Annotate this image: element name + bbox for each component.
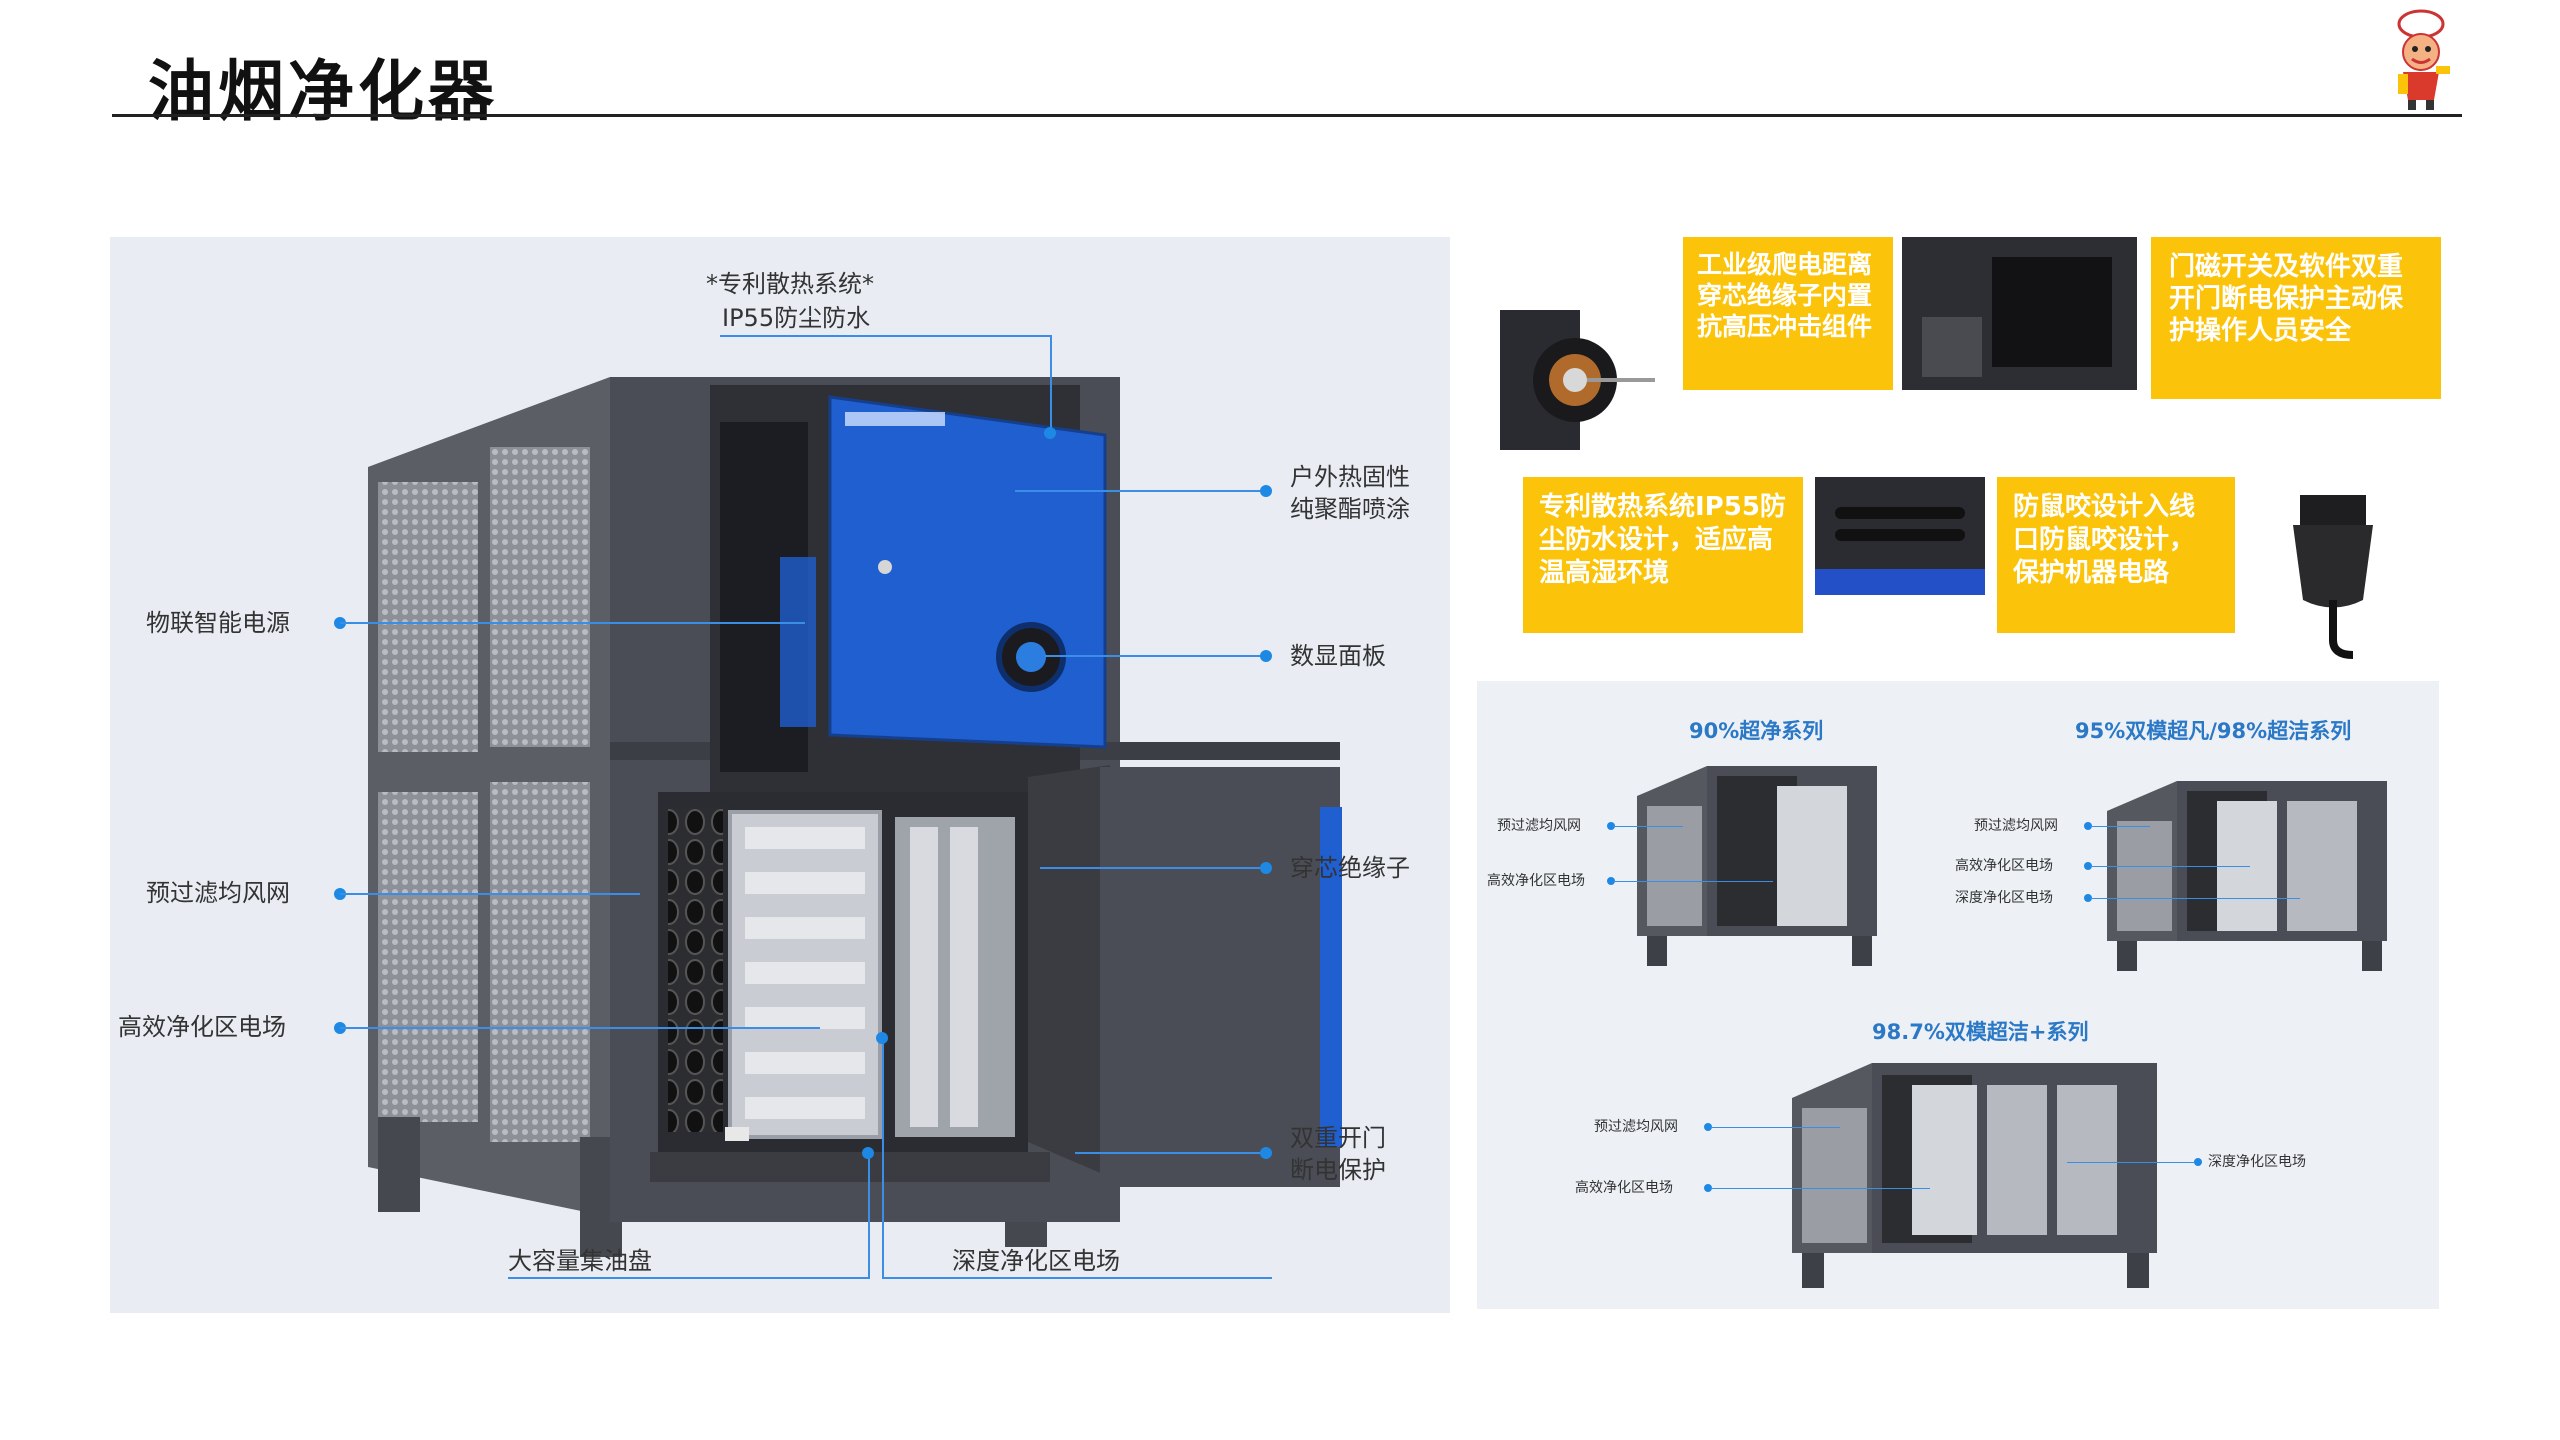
s90-dot-prefilter bbox=[1607, 822, 1615, 830]
s95-label-prefilter: 预过滤均风网 bbox=[1974, 818, 2058, 834]
feature-card-rodent-proof: 防鼠咬设计入线口防鼠咬设计，保护机器电路 bbox=[1997, 477, 2235, 633]
label-insulator: 穿芯绝缘子 bbox=[1290, 854, 1410, 882]
leader-line-door bbox=[1075, 1152, 1265, 1154]
leader-line-coating bbox=[1015, 490, 1265, 492]
leader-line-prefilter bbox=[340, 893, 640, 895]
feature-card-insulator: 工业级爬电距离穿芯绝缘子内置抗高压冲击组件 bbox=[1683, 237, 1893, 390]
label-display-panel: 数显面板 bbox=[1290, 642, 1386, 670]
label-ip55: IP55防尘防水 bbox=[722, 304, 871, 332]
cable-gland-photo bbox=[2293, 495, 2373, 659]
main-product-panel: *专利散热系统* IP55防尘防水 户外热固性 纯聚酯喷涂 物联智能电源 数显面… bbox=[110, 237, 1450, 1313]
s95-dot-field bbox=[2084, 862, 2092, 870]
series-panel: 90%超净系列 95%双模超凡/98%超洁系列 98.7%双模超洁+系列 预过滤… bbox=[1477, 681, 2439, 1309]
s987-line-field bbox=[1710, 1188, 1930, 1189]
series-title-90: 90%超净系列 bbox=[1689, 719, 1824, 743]
leader-line-deep-v bbox=[882, 1037, 884, 1279]
page-title: 油烟净化器 bbox=[148, 53, 498, 130]
leader-line-top bbox=[720, 335, 1052, 337]
label-door-line1: 双重开门 bbox=[1290, 1124, 1386, 1152]
vent-photo bbox=[1815, 477, 1985, 595]
label-coating-line2: 纯聚酯喷涂 bbox=[1290, 495, 1410, 523]
label-efficient-field: 高效净化区电场 bbox=[118, 1013, 286, 1041]
label-prefilter: 预过滤均风网 bbox=[146, 879, 290, 907]
label-patent-cooling: *专利散热系统* bbox=[706, 270, 874, 298]
label-coating-line1: 户外热固性 bbox=[1290, 463, 1410, 491]
label-oil-tray: 大容量集油盘 bbox=[508, 1247, 652, 1275]
unit-95-image bbox=[2107, 781, 2387, 971]
door-switch-photo bbox=[1902, 237, 2137, 390]
leader-dot-insulator bbox=[1260, 862, 1272, 874]
leader-dot-door bbox=[1260, 1147, 1272, 1159]
s987-label-field: 高效净化区电场 bbox=[1575, 1180, 1673, 1196]
s95-dot-prefilter bbox=[2084, 822, 2092, 830]
s987-dot-prefilter bbox=[1704, 1123, 1712, 1131]
feature-card-cooling: 专利散热系统IP55防尘防水设计，适应高温高湿环境 bbox=[1523, 477, 1803, 633]
s987-dot-deep bbox=[2194, 1158, 2202, 1166]
s987-line-prefilter bbox=[1710, 1127, 1840, 1128]
s95-label-field: 高效净化区电场 bbox=[1955, 858, 2053, 874]
leader-dot-display bbox=[1260, 650, 1272, 662]
label-deep-field: 深度净化区电场 bbox=[952, 1247, 1120, 1275]
s95-label-deep: 深度净化区电场 bbox=[1955, 890, 2053, 906]
label-door-line2: 断电保护 bbox=[1290, 1156, 1386, 1184]
unit-98-7-image bbox=[1792, 1063, 2157, 1288]
leader-dot-top bbox=[1044, 427, 1056, 439]
series-title-98-7: 98.7%双模超洁+系列 bbox=[1872, 1020, 2089, 1044]
chef-mascot-logo bbox=[2397, 9, 2450, 110]
leader-dot-oil bbox=[862, 1147, 874, 1159]
s90-label-prefilter: 预过滤均风网 bbox=[1497, 818, 1581, 834]
leader-line-efficient bbox=[340, 1027, 820, 1029]
s987-dot-field bbox=[1704, 1184, 1712, 1192]
leader-line-oil-v bbox=[868, 1152, 870, 1279]
s95-line-prefilter bbox=[2090, 826, 2150, 827]
s90-line-prefilter bbox=[1613, 826, 1683, 827]
leader-line-display bbox=[1045, 655, 1265, 657]
s90-dot-field bbox=[1607, 877, 1615, 885]
label-iot-power: 物联智能电源 bbox=[146, 609, 290, 637]
title-underline bbox=[112, 114, 2462, 117]
leader-line-insulator bbox=[1040, 867, 1265, 869]
s90-label-field: 高效净化区电场 bbox=[1487, 873, 1585, 889]
feature-card-door-protection: 门磁开关及软件双重开门断电保护主动保护操作人员安全 bbox=[2151, 237, 2441, 399]
insulator-photo bbox=[1500, 310, 1655, 450]
s95-dot-deep bbox=[2084, 894, 2092, 902]
leader-line-oil bbox=[508, 1277, 870, 1279]
leader-dot-coating bbox=[1260, 485, 1272, 497]
s987-label-deep: 深度净化区电场 bbox=[2208, 1154, 2306, 1170]
series-title-95-98: 95%双模超凡/98%超洁系列 bbox=[2075, 719, 2352, 743]
leader-line-power bbox=[340, 622, 805, 624]
leader-dot-deep bbox=[876, 1032, 888, 1044]
s90-line-field bbox=[1613, 881, 1773, 882]
s987-line-deep bbox=[2067, 1162, 2194, 1163]
leader-line-top-v bbox=[1050, 335, 1052, 430]
leader-line-deep bbox=[882, 1277, 1272, 1279]
s95-line-deep bbox=[2090, 898, 2300, 899]
purifier-illustration bbox=[368, 377, 1342, 1257]
s987-label-prefilter: 预过滤均风网 bbox=[1594, 1119, 1678, 1135]
s95-line-field bbox=[2090, 866, 2250, 867]
unit-90-image bbox=[1637, 766, 1877, 966]
